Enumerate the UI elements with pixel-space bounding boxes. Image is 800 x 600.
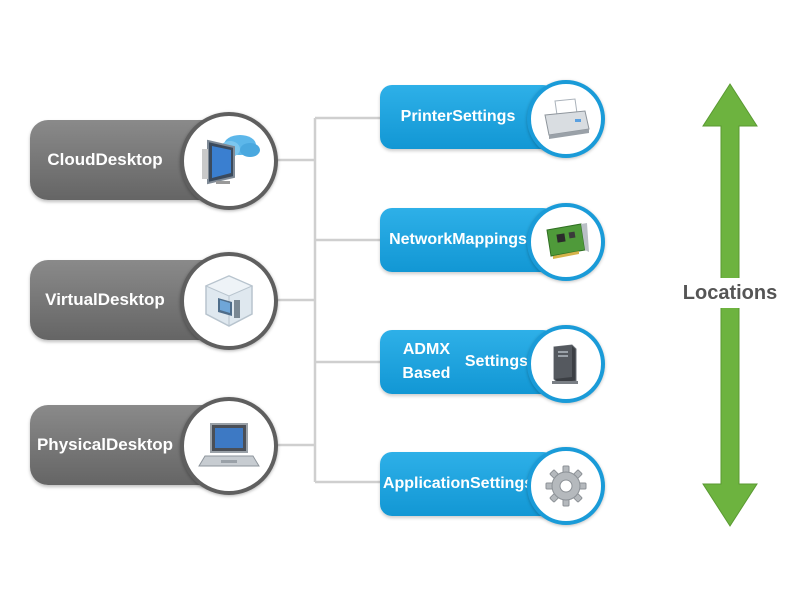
virtual-desktop-label-line2: Desktop bbox=[97, 290, 165, 309]
printer-settings-node: Printer Settings bbox=[380, 80, 605, 160]
server-tower-icon bbox=[552, 344, 578, 384]
physical-desktop-label-line2: Desktop bbox=[105, 435, 174, 454]
virtual-desktop-icon bbox=[204, 275, 254, 327]
cloud-desktop-node: Cloud Desktop bbox=[30, 105, 280, 215]
network-mappings-icon-circle bbox=[527, 203, 605, 281]
cloud-desktop-label: Cloud Desktop bbox=[40, 120, 170, 200]
application-settings-pill: Application Settings bbox=[380, 452, 555, 516]
printer-settings-pill: Printer Settings bbox=[380, 85, 555, 149]
physical-desktop-label: Physical Desktop bbox=[36, 405, 174, 485]
virtual-desktop-icon-circle bbox=[180, 252, 278, 350]
virtual-desktop-label-line1: Virtual bbox=[45, 290, 98, 309]
admx-settings-label-line2: Settings bbox=[464, 353, 528, 370]
virtual-desktop-label: Virtual Desktop bbox=[40, 260, 170, 340]
cloud-desktop-icon bbox=[202, 135, 260, 185]
application-settings-node: Application Settings bbox=[380, 447, 605, 527]
cloud-desktop-label-line1: Cloud bbox=[47, 150, 96, 169]
printer-settings-icon-circle bbox=[527, 80, 605, 158]
gear-icon bbox=[545, 465, 587, 507]
network-mappings-label: Network Mappings bbox=[388, 208, 528, 272]
application-settings-label-line1: Application bbox=[382, 475, 470, 492]
printer-settings-label-line1: Printer bbox=[400, 108, 453, 125]
physical-desktop-icon-circle bbox=[180, 397, 278, 495]
printer-settings-label: Printer Settings bbox=[388, 85, 528, 149]
application-settings-label-line2: Settings bbox=[470, 475, 534, 492]
cloud-desktop-label-line2: Desktop bbox=[95, 150, 163, 169]
network-mappings-pill: Network Mappings bbox=[380, 208, 555, 272]
admx-settings-label-line1: ADMX Based bbox=[402, 341, 451, 382]
cloud-desktop-icon-circle bbox=[180, 112, 278, 210]
admx-settings-icon-circle bbox=[527, 325, 605, 403]
physical-desktop-node: Physical Desktop bbox=[30, 390, 280, 500]
network-mappings-label-line2: Mappings bbox=[452, 231, 527, 248]
admx-settings-label: ADMX Based Settings bbox=[388, 330, 528, 394]
application-settings-icon-circle bbox=[527, 447, 605, 525]
network-card-icon bbox=[546, 223, 589, 259]
printer-icon bbox=[544, 98, 590, 139]
physical-desktop-label-line1: Physical bbox=[36, 435, 106, 454]
virtual-desktop-node: Virtual Desktop bbox=[30, 245, 280, 355]
application-settings-label: Application Settings bbox=[383, 452, 533, 516]
laptop-icon bbox=[198, 423, 260, 467]
printer-settings-label-line2: Settings bbox=[452, 108, 516, 125]
admx-settings-node: ADMX Based Settings bbox=[380, 325, 605, 405]
network-mappings-label-line1: Network bbox=[389, 231, 453, 248]
admx-settings-pill: ADMX Based Settings bbox=[380, 330, 555, 394]
network-mappings-node: Network Mappings bbox=[380, 203, 605, 283]
locations-label: Locations bbox=[650, 278, 800, 308]
